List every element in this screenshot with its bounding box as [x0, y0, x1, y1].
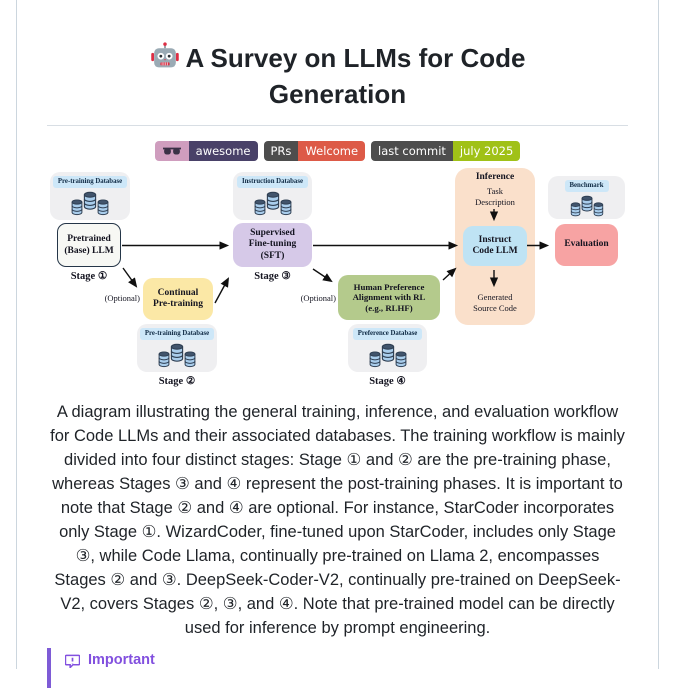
node-label-line: Supervised [250, 227, 295, 238]
text-line: Task [487, 186, 503, 196]
prs-badge-left: PRs [263, 141, 299, 161]
node-label-line: Alignment with RL [352, 292, 426, 303]
workflow-diagram: Pre-training Database Instruction Databa… [45, 166, 630, 392]
optional-label-2: (Optional) [300, 293, 336, 303]
stage-4-label: Stage ④ [369, 376, 406, 387]
text-line: Description [475, 197, 515, 207]
node-label-line: Pre-training [153, 299, 203, 309]
important-callout-label: Important [88, 652, 155, 668]
figure-caption: A diagram illustrating the general train… [50, 403, 625, 637]
sft-node: Supervised Fine-tuning (SFT) [233, 223, 312, 267]
stage-1-label: Stage ① [70, 271, 108, 282]
optional-label-1: (Optional) [104, 293, 140, 303]
database-icons [569, 195, 604, 217]
pretraining-database-2-label: Pre-training Database [139, 328, 215, 340]
text-line: Source Code [473, 303, 517, 313]
database-icons [368, 343, 408, 368]
prs-welcome-badge[interactable]: PRs Welcome [263, 141, 366, 161]
database-icons [253, 191, 293, 216]
sunglasses-icon [154, 141, 189, 161]
title-block: A Survey on LLMs for Code Generation [47, 0, 628, 126]
important-callout: Important [47, 648, 628, 688]
preference-database: Preference Database [348, 324, 427, 372]
node-label-line: Fine-tuning [248, 239, 297, 250]
last-commit-badge-right: july 2025 [452, 141, 521, 161]
node-label-line: Instruct [478, 234, 512, 245]
workflow-arrows [122, 209, 550, 304]
stage-3-label: Stage ③ [254, 271, 291, 282]
text-line: Generated [477, 292, 513, 302]
last-commit-badge[interactable]: last commit july 2025 [371, 141, 521, 161]
node-label-line: Evaluation [564, 239, 609, 250]
instruction-database: Instruction Database [233, 172, 312, 220]
preference-database-label: Preference Database [352, 328, 423, 340]
awesome-badge-label: awesome [188, 141, 258, 161]
page-title: A Survey on LLMs for Code Generation [99, 40, 577, 112]
badges-row: awesome PRs Welcome last commit july 202… [47, 141, 628, 161]
pretrained-llm-node: Pretrained (Base) LLM [57, 223, 121, 267]
benchmark-database: Benchmark [548, 176, 625, 219]
page-title-text: A Survey on LLMs for Code Generation [185, 43, 526, 109]
pretraining-database-2: Pre-training Database [137, 324, 217, 372]
pretraining-database-1-label: Pre-training Database [52, 176, 128, 188]
continual-pretraining-node: Continual Pre-training [143, 278, 213, 320]
pretraining-database-1: Pre-training Database [50, 172, 130, 220]
human-preference-alignment-node: Human Preference Alignment with RL (e.g.… [338, 275, 440, 320]
instruction-database-label: Instruction Database [237, 176, 308, 188]
node-label-line: Code LLM [472, 246, 518, 256]
task-description-text: Task Description [455, 186, 535, 208]
database-icons [70, 191, 110, 216]
generated-source-code-text: Generated Source Code [455, 292, 535, 314]
instruct-code-llm-node: Instruct Code LLM [463, 226, 527, 266]
database-icons [157, 343, 197, 368]
evaluation-node: Evaluation [555, 224, 618, 266]
node-label-line: Continual [157, 287, 199, 298]
node-label-line: (Base) LLM [64, 246, 114, 256]
node-label-line: (e.g., RLHF) [365, 302, 413, 313]
awesome-badge[interactable]: awesome [154, 141, 258, 161]
stage-2-label: Stage ② [158, 376, 196, 387]
inference-title: Inference [475, 172, 515, 182]
node-label-line: Human Preference [353, 281, 425, 292]
node-label-line: Pretrained [67, 234, 111, 244]
benchmark-label: Benchmark [564, 180, 609, 192]
readme-page: A Survey on LLMs for Code Generation awe… [16, 0, 659, 688]
last-commit-badge-left: last commit [371, 141, 453, 161]
prs-badge-right: Welcome [298, 141, 366, 161]
report-icon [65, 654, 80, 668]
node-label-line: (SFT) [260, 250, 285, 261]
robot-icon [150, 42, 179, 68]
